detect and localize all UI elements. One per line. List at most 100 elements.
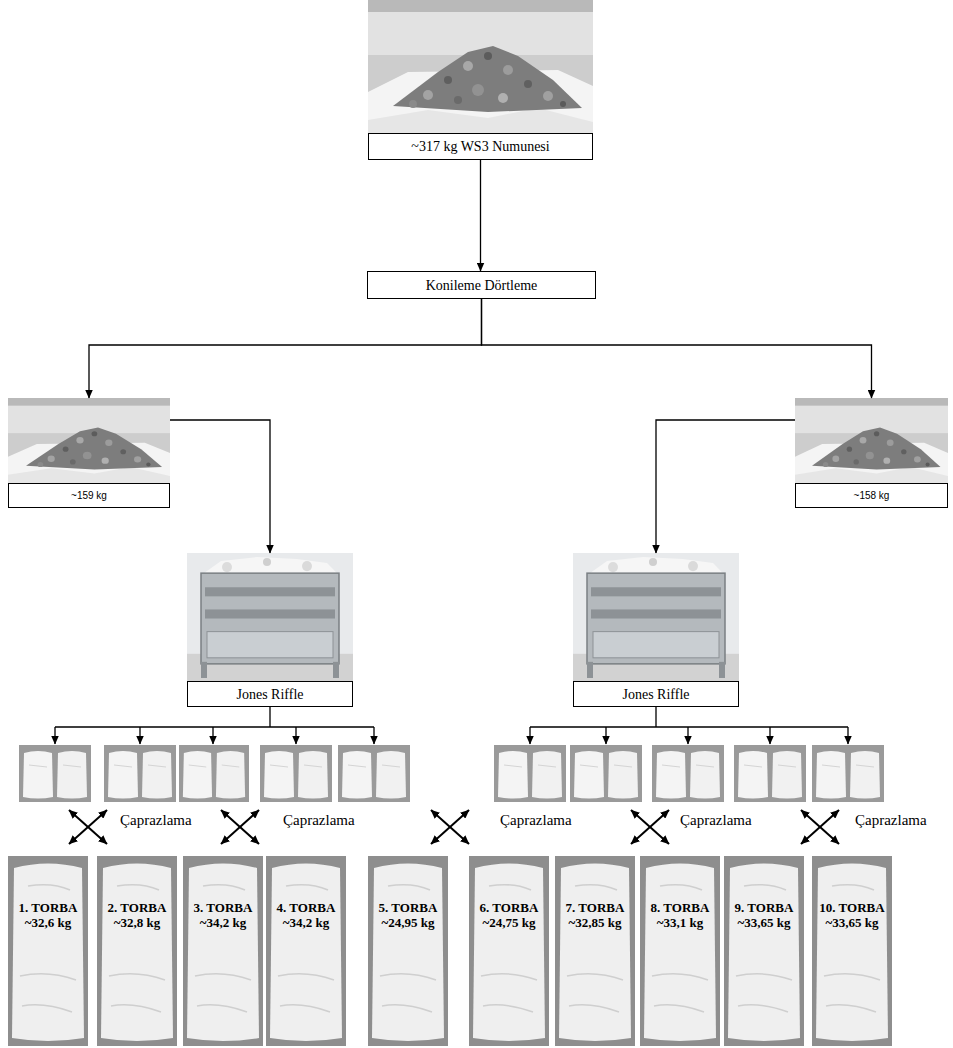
sack-label: 1. TORBA ~32,6 kg bbox=[12, 900, 84, 930]
cross-label: Çaprazlama bbox=[853, 812, 929, 829]
output-arrow bbox=[139, 727, 140, 744]
sack-label-area: 10. TORBA ~33,65 kg bbox=[812, 856, 892, 930]
cross-arrows bbox=[631, 810, 669, 844]
cross-arrows bbox=[801, 810, 839, 844]
split-line bbox=[530, 707, 848, 727]
bag-pair-photo bbox=[338, 745, 410, 802]
photo-area bbox=[187, 553, 353, 681]
sample-photo-node: ~159 kg bbox=[8, 398, 170, 508]
flow-arrow bbox=[170, 420, 270, 553]
sack-photo bbox=[8, 856, 88, 1046]
sack-photo bbox=[724, 856, 804, 1046]
cross-arrows bbox=[69, 810, 107, 844]
sack-node: 4. TORBA ~34,2 kg bbox=[266, 856, 346, 1046]
output-arrow bbox=[529, 727, 530, 744]
bag-pair-photo bbox=[179, 745, 249, 802]
sack-node: 9. TORBA ~33,65 kg bbox=[724, 856, 804, 1046]
sack-photo bbox=[812, 856, 892, 1046]
sack-node: 5. TORBA ~24,95 kg bbox=[368, 856, 448, 1046]
sack-label: 7. TORBA ~32,85 kg bbox=[559, 900, 631, 930]
label-box: Jones Riffle bbox=[573, 681, 739, 707]
output-arrow bbox=[605, 727, 606, 744]
sack-photo bbox=[266, 856, 346, 1046]
cross-label: Çaprazlama bbox=[498, 812, 574, 829]
sample-photo-node: ~317 kg WS3 Numunesi bbox=[368, 0, 593, 160]
cross-label: Çaprazlama bbox=[118, 812, 194, 829]
bag-pair-photo bbox=[652, 745, 724, 802]
riffle-node: Jones Riffle bbox=[187, 553, 353, 707]
bag-pair-photo bbox=[494, 745, 566, 802]
sack-photo bbox=[97, 856, 177, 1046]
box-label: Jones Riffle bbox=[622, 686, 689, 703]
box-label: ~158 kg bbox=[854, 490, 890, 502]
gravel-photo bbox=[368, 0, 593, 133]
sack-label-area: 9. TORBA ~33,65 kg bbox=[724, 856, 804, 930]
output-arrow bbox=[373, 727, 374, 744]
cross-label: Çaprazlama bbox=[281, 812, 357, 829]
output-arrow bbox=[212, 727, 213, 744]
bag-pair-photo bbox=[260, 745, 332, 802]
label-box: ~317 kg WS3 Numunesi bbox=[368, 133, 593, 160]
box-label: ~159 kg bbox=[71, 490, 107, 502]
bag-pair-photo bbox=[812, 745, 884, 802]
split-line bbox=[55, 707, 374, 727]
sack-photo bbox=[368, 856, 448, 1046]
label-box: ~158 kg bbox=[795, 483, 948, 508]
sack-label: 6. TORBA ~24,75 kg bbox=[473, 900, 545, 930]
photo-area bbox=[368, 0, 593, 133]
sack-photo bbox=[469, 856, 549, 1046]
sack-node: 2. TORBA ~32,8 kg bbox=[97, 856, 177, 1046]
flow-arrow bbox=[482, 299, 872, 398]
label-box: Jones Riffle bbox=[187, 681, 353, 707]
sack-label-area: 5. TORBA ~24,95 kg bbox=[368, 856, 448, 930]
bag-pair-photo bbox=[19, 745, 91, 802]
cross-label: Çaprazlama bbox=[678, 812, 754, 829]
cross-arrows bbox=[431, 810, 469, 844]
box-label: Jones Riffle bbox=[236, 686, 303, 703]
gravel-photo bbox=[795, 398, 948, 483]
process-box: Konileme Dörtleme bbox=[367, 271, 596, 299]
sack-label-area: 6. TORBA ~24,75 kg bbox=[469, 856, 549, 930]
sack-node: 3. TORBA ~34,2 kg bbox=[183, 856, 263, 1046]
sack-label: 10. TORBA ~33,65 kg bbox=[816, 900, 888, 930]
output-arrow bbox=[54, 727, 55, 744]
label-box: Konileme Dörtleme bbox=[367, 271, 596, 299]
bag-pair-photo bbox=[734, 745, 806, 802]
box-label: ~317 kg WS3 Numunesi bbox=[411, 138, 549, 155]
sack-photo bbox=[183, 856, 263, 1046]
cross-arrows bbox=[221, 810, 259, 844]
riffle-outputs bbox=[55, 707, 848, 744]
output-arrow bbox=[847, 727, 848, 744]
sack-label-area: 3. TORBA ~34,2 kg bbox=[183, 856, 263, 930]
sack-node: 1. TORBA ~32,6 kg bbox=[8, 856, 88, 1046]
sack-node: 6. TORBA ~24,75 kg bbox=[469, 856, 549, 1046]
photo-area bbox=[8, 398, 170, 483]
bag-pair-photo bbox=[570, 745, 642, 802]
sack-label: 9. TORBA ~33,65 kg bbox=[728, 900, 800, 930]
sack-label-area: 4. TORBA ~34,2 kg bbox=[266, 856, 346, 930]
bag-pair-photo bbox=[104, 745, 176, 802]
flow-arrow bbox=[480, 160, 481, 271]
sack-label: 5. TORBA ~24,95 kg bbox=[372, 900, 444, 930]
flow-arrow bbox=[89, 299, 482, 398]
sample-photo-node: ~158 kg bbox=[795, 398, 948, 508]
sack-node: 8. TORBA ~33,1 kg bbox=[640, 856, 720, 1046]
sack-node: 10. TORBA ~33,65 kg bbox=[812, 856, 892, 1046]
sack-label-area: 1. TORBA ~32,6 kg bbox=[8, 856, 88, 930]
gravel-photo bbox=[8, 398, 170, 483]
sack-label: 3. TORBA ~34,2 kg bbox=[187, 900, 259, 930]
output-arrow bbox=[769, 727, 770, 744]
sack-label-area: 2. TORBA ~32,8 kg bbox=[97, 856, 177, 930]
riffle-node: Jones Riffle bbox=[573, 553, 739, 707]
sack-photo bbox=[640, 856, 720, 1046]
output-arrow bbox=[295, 727, 296, 744]
sack-label: 2. TORBA ~32,8 kg bbox=[101, 900, 173, 930]
box-label: Konileme Dörtleme bbox=[426, 277, 538, 294]
sack-node: 7. TORBA ~32,85 kg bbox=[555, 856, 635, 1046]
sack-label-area: 8. TORBA ~33,1 kg bbox=[640, 856, 720, 930]
photo-area bbox=[573, 553, 739, 681]
flow-arrow bbox=[656, 420, 795, 553]
riffle-photo bbox=[573, 553, 739, 681]
riffle-photo bbox=[187, 553, 353, 681]
